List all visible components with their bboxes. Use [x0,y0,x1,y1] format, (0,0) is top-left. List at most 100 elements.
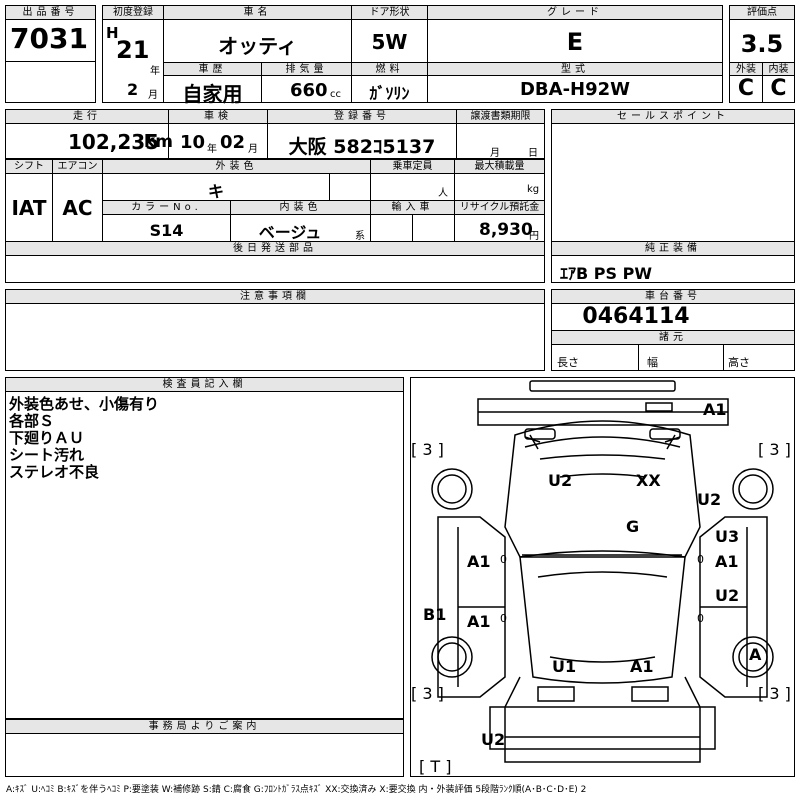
aircon-label: エアコン [52,159,103,174]
model-code: DBA-H92W [519,79,631,100]
shift-label: シフト [5,159,53,174]
office-area [5,733,404,777]
grade: E [566,28,584,56]
capacity-label: 乗車定員 [370,159,455,174]
mark-right-front-door: A1 [715,552,739,571]
inspection-year: 10 [180,132,206,153]
sales-point-area [551,123,795,242]
car-name-label: 車名 [163,5,352,20]
genuine-cell [551,255,795,283]
recycle-fee: 8,930 [479,220,533,240]
shift: IAT [11,196,47,220]
score: 3.5 [740,30,784,58]
plate-label: 登録番号 [267,109,457,124]
office-label: 事務局よりご案内 [5,719,404,734]
mark-rear-left: U1 [552,657,577,676]
legend: A:ｷｽﾞ U:ﾍｺﾐ B:ｷｽﾞを伴うﾍｺﾐ P:要塗装 W:補修跡 S:錆 … [6,785,587,795]
car-name: オッティ [218,34,297,58]
recycle-unit: 円 [529,231,539,242]
inspector-line-2: 各部Ｓ [9,412,55,430]
tire-rear-left: [ 3 ] [411,684,444,703]
displacement-label: 排気量 [261,62,352,76]
door-type: 5W [371,30,408,54]
color-no-label: カラーNo. [102,200,231,215]
interior-grade-label: 内装 [762,62,795,76]
mark-left-front-door: A1 [467,552,491,571]
interior-grade-cell [762,75,795,103]
grade-label: グレード [427,5,723,20]
mileage: 102,235 [68,130,160,154]
lot-number: 7031 [10,22,88,55]
score-label: 評価点 [729,5,795,20]
transfer-day-unit: 日 [528,148,538,159]
capacity-unit: 人 [438,188,448,199]
inspector-line-3: 下廻りＡＵ [9,429,85,447]
spec-length: 長さ [557,356,579,369]
mark-front-bumper: A1 [703,400,727,419]
import-label: 輸入車 [370,200,455,215]
caution-label: 注意事項欄 [5,289,545,304]
transfer-cell [456,123,545,159]
inspector-label: 検査員記入欄 [5,377,404,392]
mark-hood-right: XX [636,471,661,490]
mileage-label: 走行 [5,109,169,124]
plate-number: 大阪 582ｺ5137 [288,136,436,158]
mark-right-front-door-upper: U3 [715,527,740,546]
later-parts-area [5,255,545,283]
model-label: 型式 [427,62,723,76]
history-label: 車歴 [163,62,262,76]
lot-label: 出品番号 [5,5,96,20]
interior-grade: C [770,76,787,101]
first-reg-year-unit: 年 [150,66,160,77]
mark-zero-3: 0 [697,553,704,566]
mileage-unit: km [144,132,174,152]
first-reg-year: 21 [116,36,150,64]
fuel: ｶﾞｿﾘﾝ [369,84,410,103]
color-no: S14 [149,221,184,240]
mark-windshield: G [626,517,640,536]
model-cell [427,75,723,103]
car-diagram-frame [410,377,795,777]
max-load-unit: kg [527,184,540,195]
recycle-label: リサイクル預託金 [454,200,545,215]
spec-width: 幅 [647,356,658,369]
exterior-grade-label: 外装 [729,62,763,76]
door-label: ドア形状 [351,5,428,20]
first-reg-era: H [106,24,119,42]
fuel-label: 燃料 [351,62,428,76]
spec-height: 高さ [728,356,750,369]
inspector-line-1: 外装色あせ、小傷有り [9,395,160,413]
interior-color-label: 内装色 [230,200,371,215]
genuine-equipment: ｴｱB PS PW [560,264,652,283]
lot-blank [5,61,96,103]
history: 自家用 [182,82,243,106]
later-parts-label: 後日発送部品 [5,241,545,256]
tire-spare: [ T ] [419,757,452,776]
chassis-label: 車台番号 [551,289,795,304]
spec-height-cell [723,344,795,371]
interior-color: ベージュ [258,223,322,242]
mark-right-fender: U2 [697,490,722,509]
exterior-color: キ [207,182,224,201]
tire-rear-right: [ 3 ] [758,684,791,703]
mark-zero-1: 0 [500,553,507,566]
mark-rear-right: A1 [630,657,654,676]
mark-right-rear-door: U2 [715,586,740,605]
mark-rear-bumper: U2 [481,730,506,749]
inspector-line-4: シート汚れ [9,446,85,464]
displacement: 660 [290,80,328,101]
specs-label: 諸元 [551,330,795,345]
exterior-grade: C [737,76,755,101]
transfer-month-unit: 月 [490,148,500,159]
mark-hood-left: U2 [548,471,573,490]
import-cell-1 [370,214,413,242]
genuine-label: 純正装備 [551,241,795,256]
aircon: AC [62,196,93,220]
mark-left-rear-door: A1 [467,612,491,631]
mark-zero-2: 0 [500,612,507,625]
exterior-color-label: 外装色 [102,159,371,174]
mark-left-side: B1 [423,605,447,624]
mark-zero-4: 0 [697,612,704,625]
displacement-unit: cc [330,89,341,100]
car-diagram [431,380,774,763]
